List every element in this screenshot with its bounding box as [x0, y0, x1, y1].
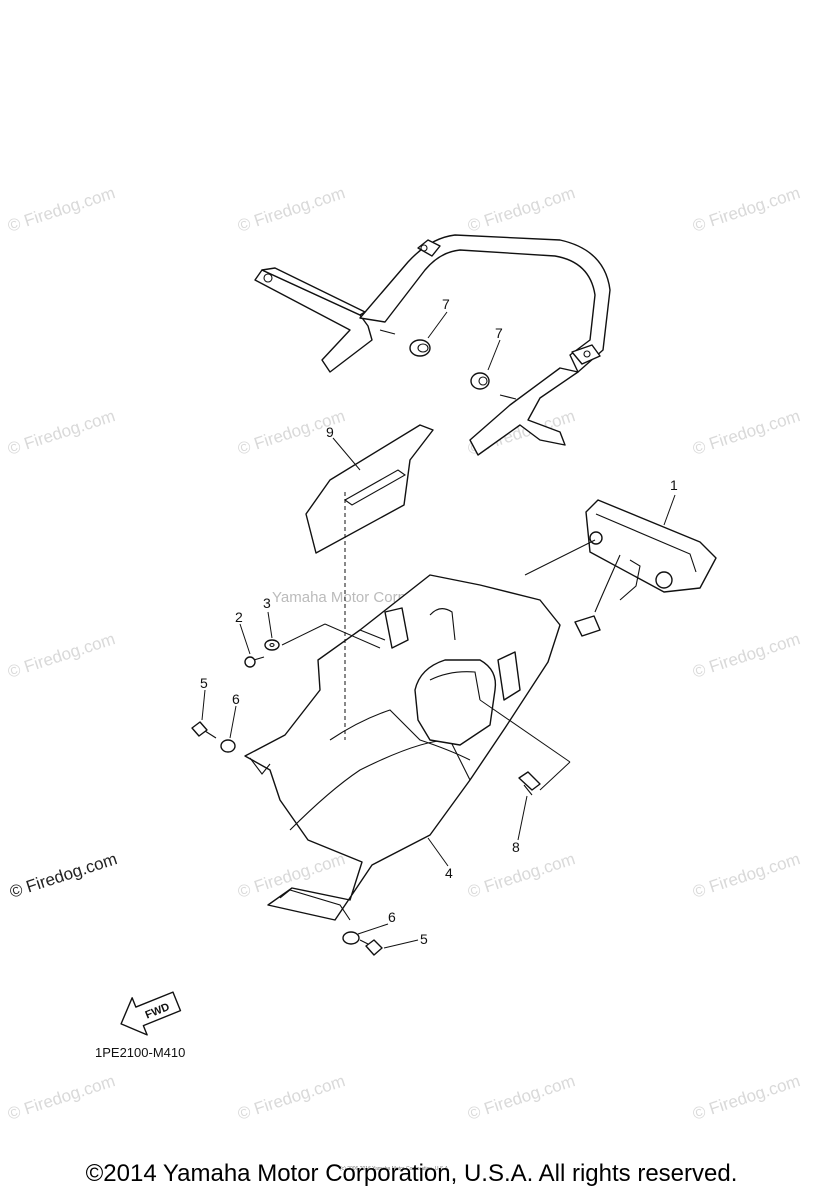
bolt-part-5-upper [191, 721, 217, 739]
watermark: © Firedog.com [690, 849, 802, 902]
bolt-part-2 [244, 656, 265, 668]
callout-1: 1 [670, 477, 678, 493]
tail-light-part-1 [574, 499, 717, 637]
watermark: © Firedog.com [690, 183, 802, 236]
footer-copyright: ©2014 Yamaha Motor Corporation, U.S.A. A… [85, 1160, 738, 1187]
watermark: © Firedog.com [7, 849, 119, 902]
decal-part-9 [305, 424, 434, 554]
leader-lines [201, 311, 676, 949]
callout-5-lower: 5 [420, 931, 428, 947]
grommet-part-7 [409, 339, 490, 390]
callout-6-lower: 6 [388, 909, 396, 925]
collar-part-6-upper [220, 739, 236, 753]
clip-part-8 [518, 771, 541, 796]
callout-6-upper: 6 [232, 691, 240, 707]
watermark: © Firedog.com [5, 1071, 117, 1124]
callout-7-left: 7 [442, 296, 450, 312]
callout-8: 8 [512, 839, 520, 855]
callout-2: 2 [235, 609, 243, 625]
bolt-part-5-lower [359, 939, 383, 956]
washer-part-3 [264, 639, 280, 651]
small-copyright: (c) 2006 2016 Yamaha Motor Corporation, … [340, 1166, 449, 1172]
watermark: © Firedog.com [5, 629, 117, 682]
callout-4: 4 [445, 865, 453, 881]
watermark: © Firedog.com [690, 629, 802, 682]
watermark: © Firedog.com [235, 1071, 347, 1124]
callout-9: 9 [326, 424, 334, 440]
collar-part-6-lower [342, 931, 360, 945]
watermark: © Firedog.com [5, 183, 117, 236]
watermark: © Firedog.com [235, 183, 347, 236]
watermark: © Firedog.com [690, 406, 802, 459]
fwd-arrow: FWD [120, 991, 182, 1036]
watermark: © Firedog.com [465, 849, 577, 902]
watermark: © Firedog.com [465, 1071, 577, 1124]
callout-7-right: 7 [495, 325, 503, 341]
diagram-code: 1PE2100-M410 [95, 1045, 185, 1060]
grab-bar [254, 234, 611, 456]
callouts: 1 2 3 4 5 6 7 7 8 9 5 6 [200, 296, 678, 947]
rear-fender-part-4 [244, 574, 561, 921]
callout-5-upper: 5 [200, 675, 208, 691]
callout-3: 3 [263, 595, 271, 611]
watermark: © Firedog.com [690, 1071, 802, 1124]
watermark: © Firedog.com [465, 183, 577, 236]
watermark: © Firedog.com [5, 406, 117, 459]
